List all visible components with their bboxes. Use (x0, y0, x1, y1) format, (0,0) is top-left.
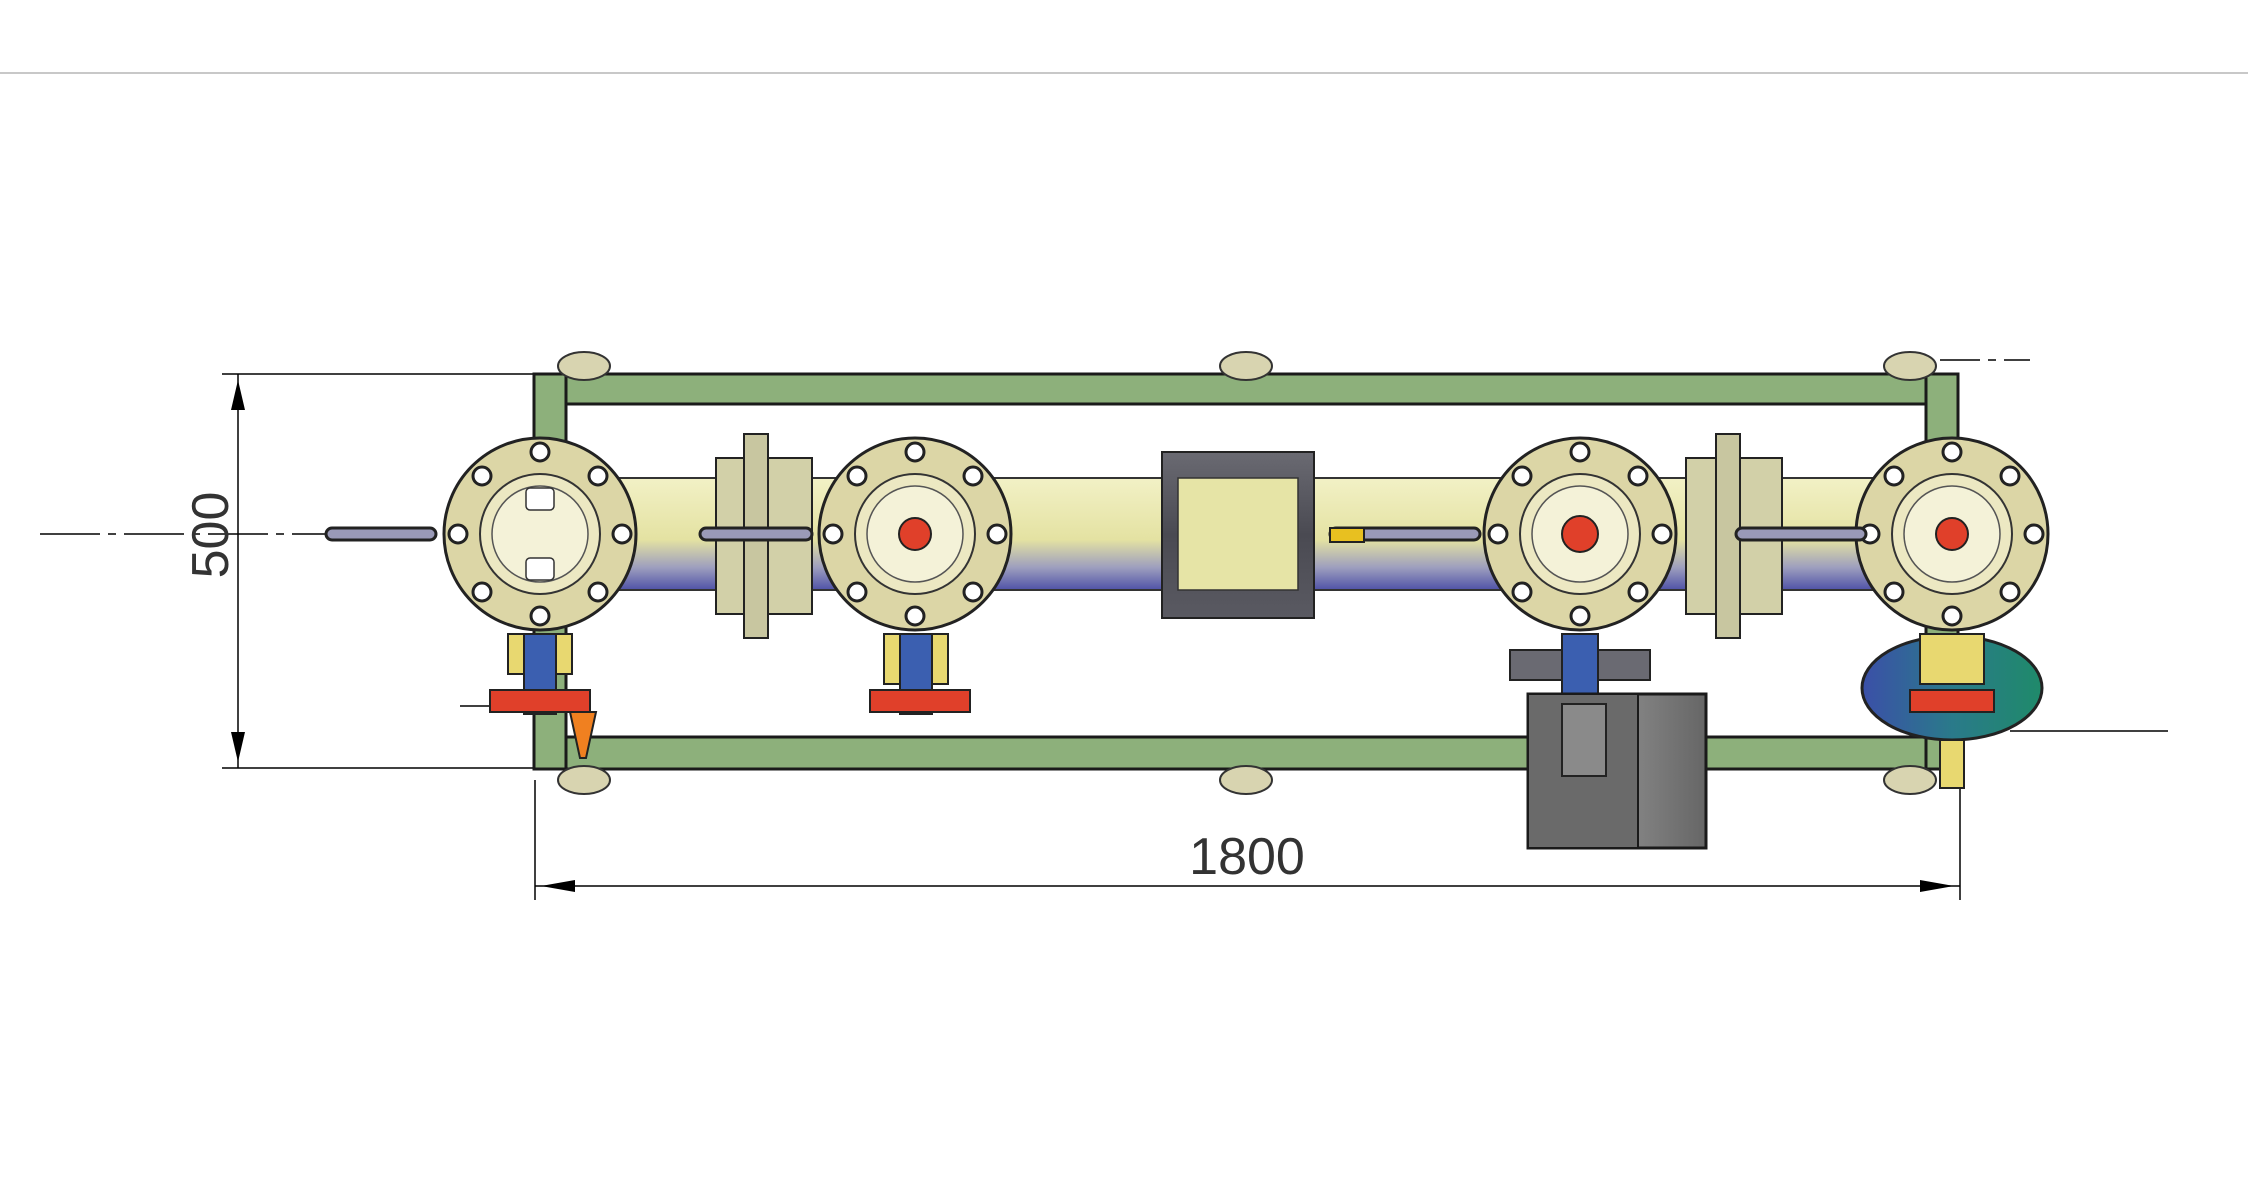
valve-stem-1 (489, 633, 598, 759)
sensor-tag (1329, 527, 1365, 543)
width-dimension-label: 1800 (1189, 828, 1305, 886)
flange-3 (1482, 436, 1678, 632)
frame-feet (557, 351, 1937, 795)
valve-stem-2 (869, 633, 971, 715)
dimension-arrows (231, 380, 1954, 892)
lever-handles (324, 526, 1868, 542)
valve-stem-3 (1509, 633, 1651, 705)
flange-2 (817, 436, 1013, 632)
flange-1 (442, 436, 638, 632)
height-dimension-label: 500 (182, 492, 240, 579)
flange-4 (1854, 436, 2050, 632)
top-divider (0, 72, 2248, 74)
center-block-band (1177, 477, 1299, 591)
motor (1526, 692, 1708, 850)
valve-actuator-4 (1860, 633, 2044, 789)
dimension-lines (40, 359, 2168, 900)
